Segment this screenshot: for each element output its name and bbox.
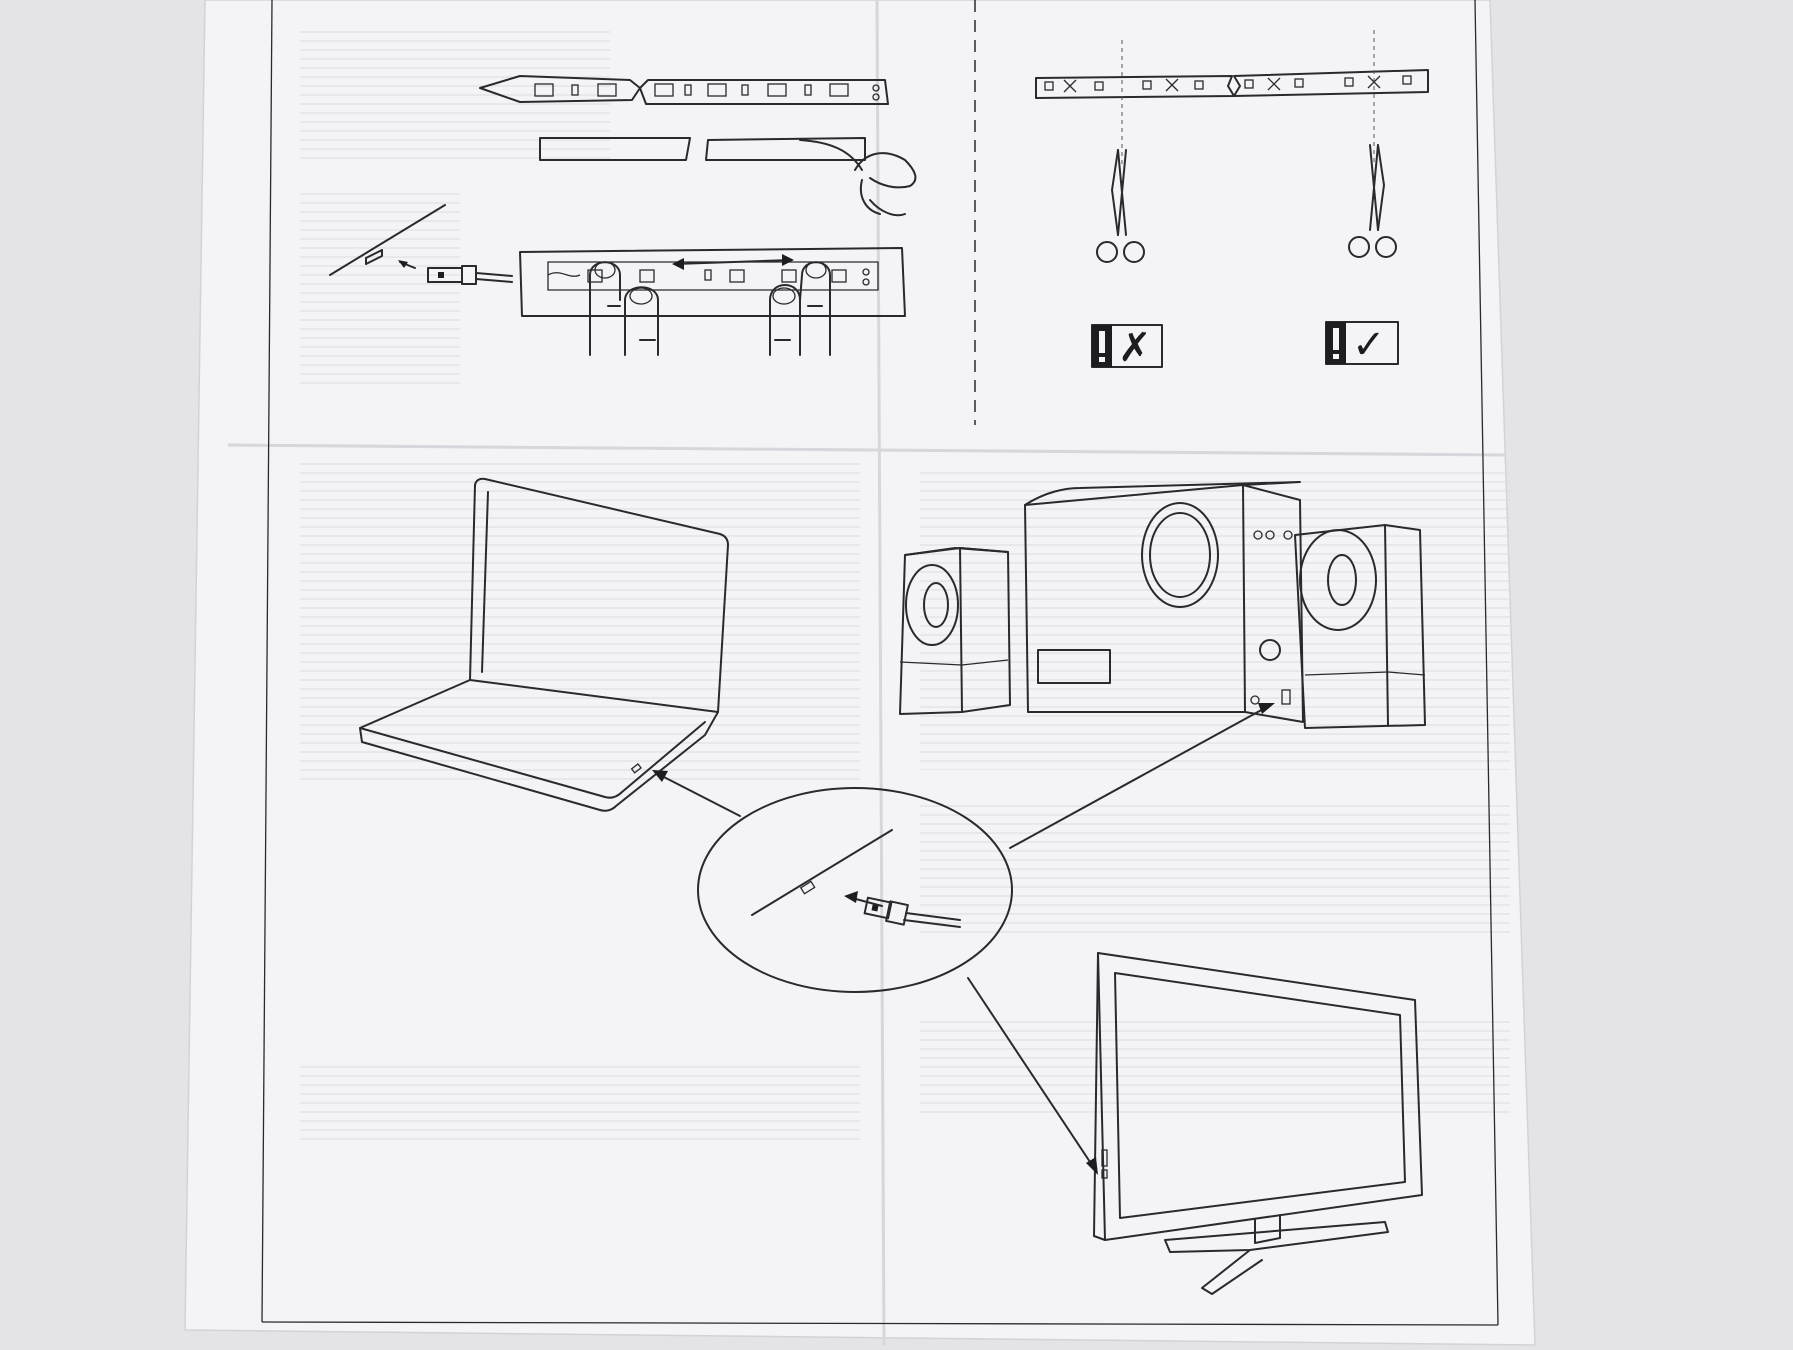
page-border [261, 0, 1499, 1326]
fold-crease-horizontal [227, 443, 1506, 457]
usb-plug-icon [427, 265, 513, 285]
peeling-hand [854, 152, 917, 217]
usb-connection-callout [652, 703, 1275, 1175]
wrong-glyph: ✗ [1118, 325, 1152, 371]
monitor-illustration [1093, 952, 1423, 1295]
led-strip-installation-diagram [329, 75, 917, 356]
scissors-icon [1096, 149, 1145, 263]
warning-check-icon: ✓ [1325, 321, 1399, 368]
scissors-icon [1348, 144, 1397, 258]
wall-usb-port [329, 204, 446, 276]
laptop-illustration [359, 477, 729, 812]
cutting-guide-diagram: ✗ ✓ [1035, 30, 1429, 371]
strip-mounted-with-pressing-hands [519, 247, 906, 356]
speaker-system-illustration [899, 481, 1426, 729]
fold-crease-vertical [875, 0, 886, 1346]
warning-cross-icon: ✗ [1091, 324, 1163, 371]
cuttable-led-strip [1035, 69, 1429, 99]
right-glyph: ✓ [1352, 322, 1386, 368]
led-strip [479, 75, 889, 105]
